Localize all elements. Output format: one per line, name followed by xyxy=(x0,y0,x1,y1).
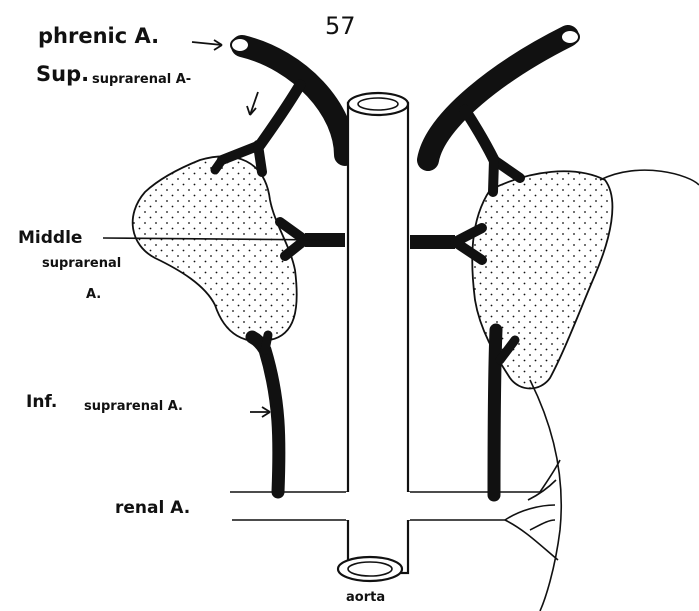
left-renal-artery xyxy=(230,492,348,520)
left-sup-suprarenal-branch xyxy=(260,85,300,145)
right-phrenic-cut-end xyxy=(561,30,579,44)
label-middle-suprarenal: suprarenal xyxy=(42,257,121,270)
label-renal: renal A. xyxy=(115,500,190,517)
right-renal-artery xyxy=(408,492,540,520)
label-middle-a: A. xyxy=(86,288,101,301)
label-sup-suprarenal: suprarenal A- xyxy=(92,73,191,86)
right-phrenic-artery xyxy=(428,36,568,160)
right-inf-suprarenal-artery xyxy=(494,330,496,495)
right-sup-suprarenal-branch xyxy=(465,110,494,160)
label-aorta: aorta xyxy=(346,591,385,604)
aorta xyxy=(348,103,408,573)
label-sup-prefix: Sup. xyxy=(36,64,89,85)
label-middle: Middle xyxy=(18,230,82,247)
label-inf-suprarenal: suprarenal A. xyxy=(84,400,183,413)
label-phrenic: phrenic A. xyxy=(38,26,159,47)
left-phrenic-cut-end xyxy=(231,38,249,52)
left-suprarenal-gland xyxy=(133,156,297,341)
page-number: 57 xyxy=(325,14,356,38)
label-inf-prefix: Inf. xyxy=(26,394,57,411)
kidney-outline xyxy=(600,170,699,185)
